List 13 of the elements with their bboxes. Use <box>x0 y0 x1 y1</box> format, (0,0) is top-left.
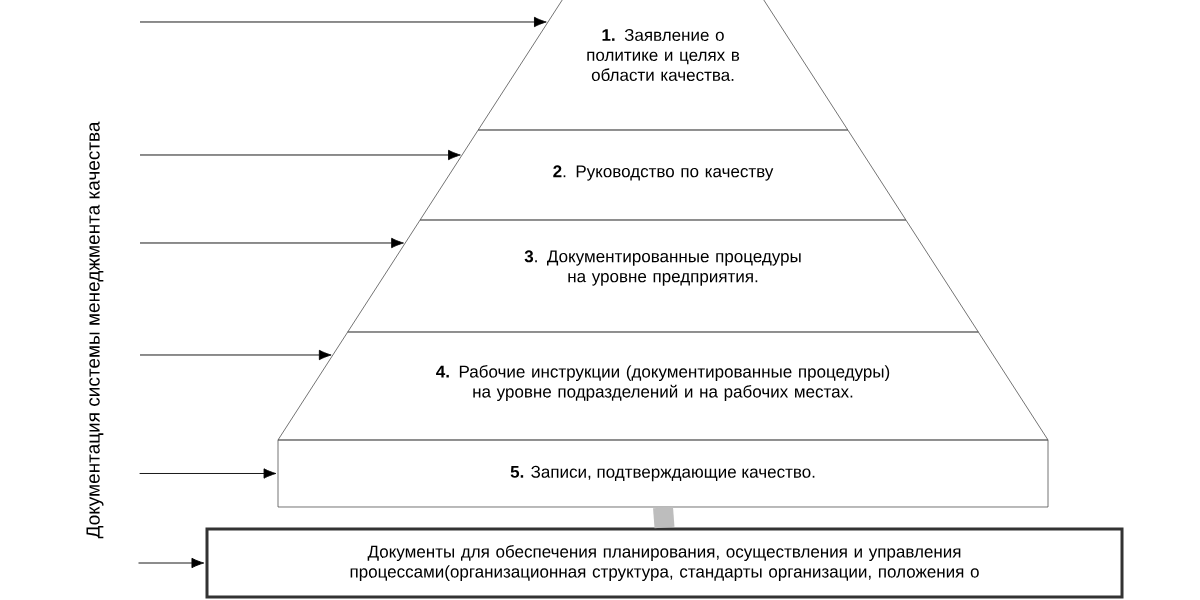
arrow <box>139 468 277 479</box>
arrow <box>138 557 205 569</box>
arrow <box>139 349 332 361</box>
pyramid-base: 5. Записи, подтверждающие качество. <box>277 439 1049 508</box>
arrow <box>139 16 547 28</box>
side-label: Документация системы менеджмента качества <box>86 121 104 539</box>
pyramid-level: 4. Рабочие инструкции (документированные процедуры) на уровне подразделений и на рабочих местах. <box>277 331 1049 441</box>
pyramid-level: 1. Заявление о политике и целях в области качества. <box>477 0 849 131</box>
arrow <box>139 237 404 249</box>
pyramid-level: 2. Руководство по качеству <box>419 129 907 221</box>
pyramid-level: 3. Документированные процедуры на уровне предприятия. <box>347 219 979 333</box>
arrow <box>139 149 461 161</box>
document-box: Документы для обеспечения планирования, осуществления и управления процессами(организационная структура, стандарты организации, положения о <box>205 527 1124 599</box>
